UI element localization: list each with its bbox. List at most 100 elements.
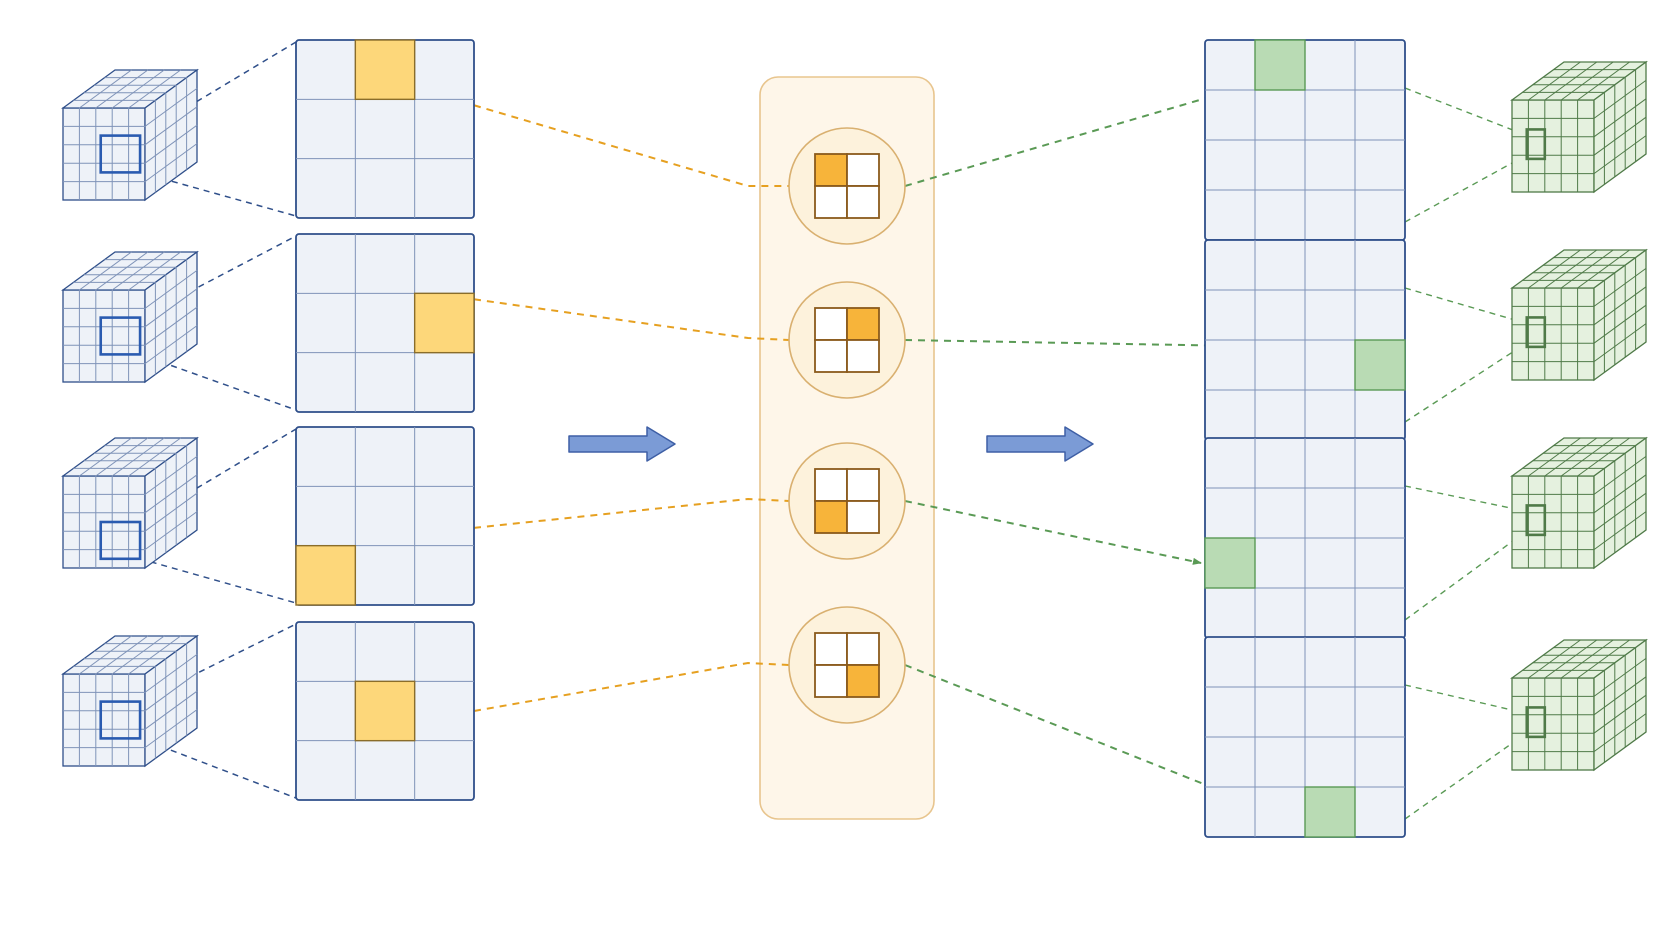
cube-front-face xyxy=(62,673,146,767)
input-cube xyxy=(61,634,199,768)
cube-grid-line xyxy=(79,69,132,109)
cube-side-face xyxy=(1593,248,1647,382)
arrow-to-outputs xyxy=(986,426,1094,462)
cube-grid-line xyxy=(144,106,198,146)
kernel-cell xyxy=(846,500,880,534)
orange-connector-line xyxy=(473,497,790,529)
kernel-cell xyxy=(814,339,848,373)
cube-grid-line xyxy=(1593,323,1647,363)
arrow-to-kernels xyxy=(568,426,676,462)
kernel-node xyxy=(788,442,906,560)
cube-grid-line xyxy=(1593,98,1647,138)
output-zoom-line xyxy=(1404,485,1527,513)
input-grid-panel xyxy=(295,39,475,219)
cube-grid-line xyxy=(1544,249,1598,289)
cube-grid-line xyxy=(95,437,149,477)
diagram-row-1 xyxy=(139,41,1528,223)
cube-grid-line xyxy=(144,124,198,164)
cube-highlight-cell xyxy=(99,700,142,740)
cube-grid-line xyxy=(1560,249,1614,289)
input-grid-panel xyxy=(295,233,475,413)
kernel-active-cell xyxy=(846,664,880,698)
orange-connector-line xyxy=(473,661,790,712)
cube-grid-line xyxy=(128,251,181,291)
cube-grid-line xyxy=(1544,437,1598,477)
right-block-arrow-icon xyxy=(986,426,1094,462)
cube-grid-line xyxy=(111,635,165,675)
cube-grid-line xyxy=(128,437,181,477)
kernel-cell xyxy=(846,468,880,502)
cube-grid-line xyxy=(1593,116,1647,156)
cube-grid-line xyxy=(111,69,165,109)
cube-grid-line xyxy=(1593,657,1647,697)
cube-grid-line xyxy=(1593,267,1647,307)
cube-grid-line xyxy=(1593,79,1647,119)
cube-grid-line xyxy=(1560,61,1614,101)
cube-highlight-cell xyxy=(99,520,142,561)
cube-grid-line xyxy=(1544,639,1598,679)
cube-grid-line xyxy=(79,635,132,675)
cube-grid-line xyxy=(79,437,132,477)
kernel-active-cell xyxy=(846,307,880,341)
orange-connector-line xyxy=(473,104,789,187)
selected-cell xyxy=(295,544,357,606)
cube-grid-line xyxy=(144,492,198,532)
cube-grid-line xyxy=(1593,455,1647,495)
input-cube xyxy=(61,250,199,384)
cube-grid-line xyxy=(1593,304,1647,344)
cube-grid-line xyxy=(1577,249,1630,289)
output-cube xyxy=(1510,248,1648,382)
cube-side-face xyxy=(144,68,198,202)
selected-cell xyxy=(354,39,416,101)
cube-front-face xyxy=(1511,287,1595,381)
zoom-line xyxy=(139,235,297,319)
green-connector-arrow xyxy=(904,83,1252,187)
kernel-active-cell xyxy=(814,500,848,534)
output-cube xyxy=(1510,60,1648,194)
output-zoom-line xyxy=(1404,87,1528,137)
cube-grid-line xyxy=(144,306,198,346)
cube-grid-line xyxy=(128,635,181,675)
cube-grid-line xyxy=(144,690,198,730)
input-cube xyxy=(61,68,199,202)
cube-grid-line xyxy=(144,474,198,514)
right-block-arrow-icon xyxy=(568,426,676,462)
cube-grid-line xyxy=(144,455,198,495)
output-zoom-line xyxy=(1404,732,1528,820)
input-grid-panel xyxy=(295,621,475,801)
output-grid-panel xyxy=(1204,239,1406,441)
diagram-row-3 xyxy=(139,428,1528,621)
cube-grid-line xyxy=(79,251,132,291)
selected-cell xyxy=(1204,537,1256,589)
cube-grid-line xyxy=(1544,61,1598,101)
kernel-cell xyxy=(846,185,880,219)
cube-grid-line xyxy=(1560,437,1614,477)
cube-grid-line xyxy=(144,288,198,328)
output-grid-panel xyxy=(1204,39,1406,241)
cube-grid-line xyxy=(1593,676,1647,716)
output-zoom-line xyxy=(1404,684,1527,715)
cube-grid-line xyxy=(128,69,181,109)
cube-grid-line xyxy=(144,511,198,551)
cube-grid-line xyxy=(1593,694,1647,734)
cube-grid-line xyxy=(1577,61,1630,101)
cube-grid-line xyxy=(1528,639,1581,679)
cube-side-face xyxy=(144,634,198,768)
kernel-node xyxy=(788,281,906,399)
cube-grid-line xyxy=(144,87,198,127)
cube-grid-line xyxy=(144,269,198,309)
selected-cell xyxy=(1304,786,1356,838)
green-connector-arrow xyxy=(904,500,1202,565)
zoom-line xyxy=(139,428,297,523)
cube-front-face xyxy=(62,107,146,201)
cube-side-face xyxy=(1593,436,1647,570)
cube-grid-line xyxy=(144,653,198,693)
kernel-cell xyxy=(846,339,880,373)
cube-front-face xyxy=(62,289,146,383)
cube-grid-line xyxy=(144,143,198,183)
kernel-cell xyxy=(814,632,848,666)
cube-front-face xyxy=(1511,99,1595,193)
cube-side-face xyxy=(1593,638,1647,772)
zoom-line xyxy=(139,41,297,137)
